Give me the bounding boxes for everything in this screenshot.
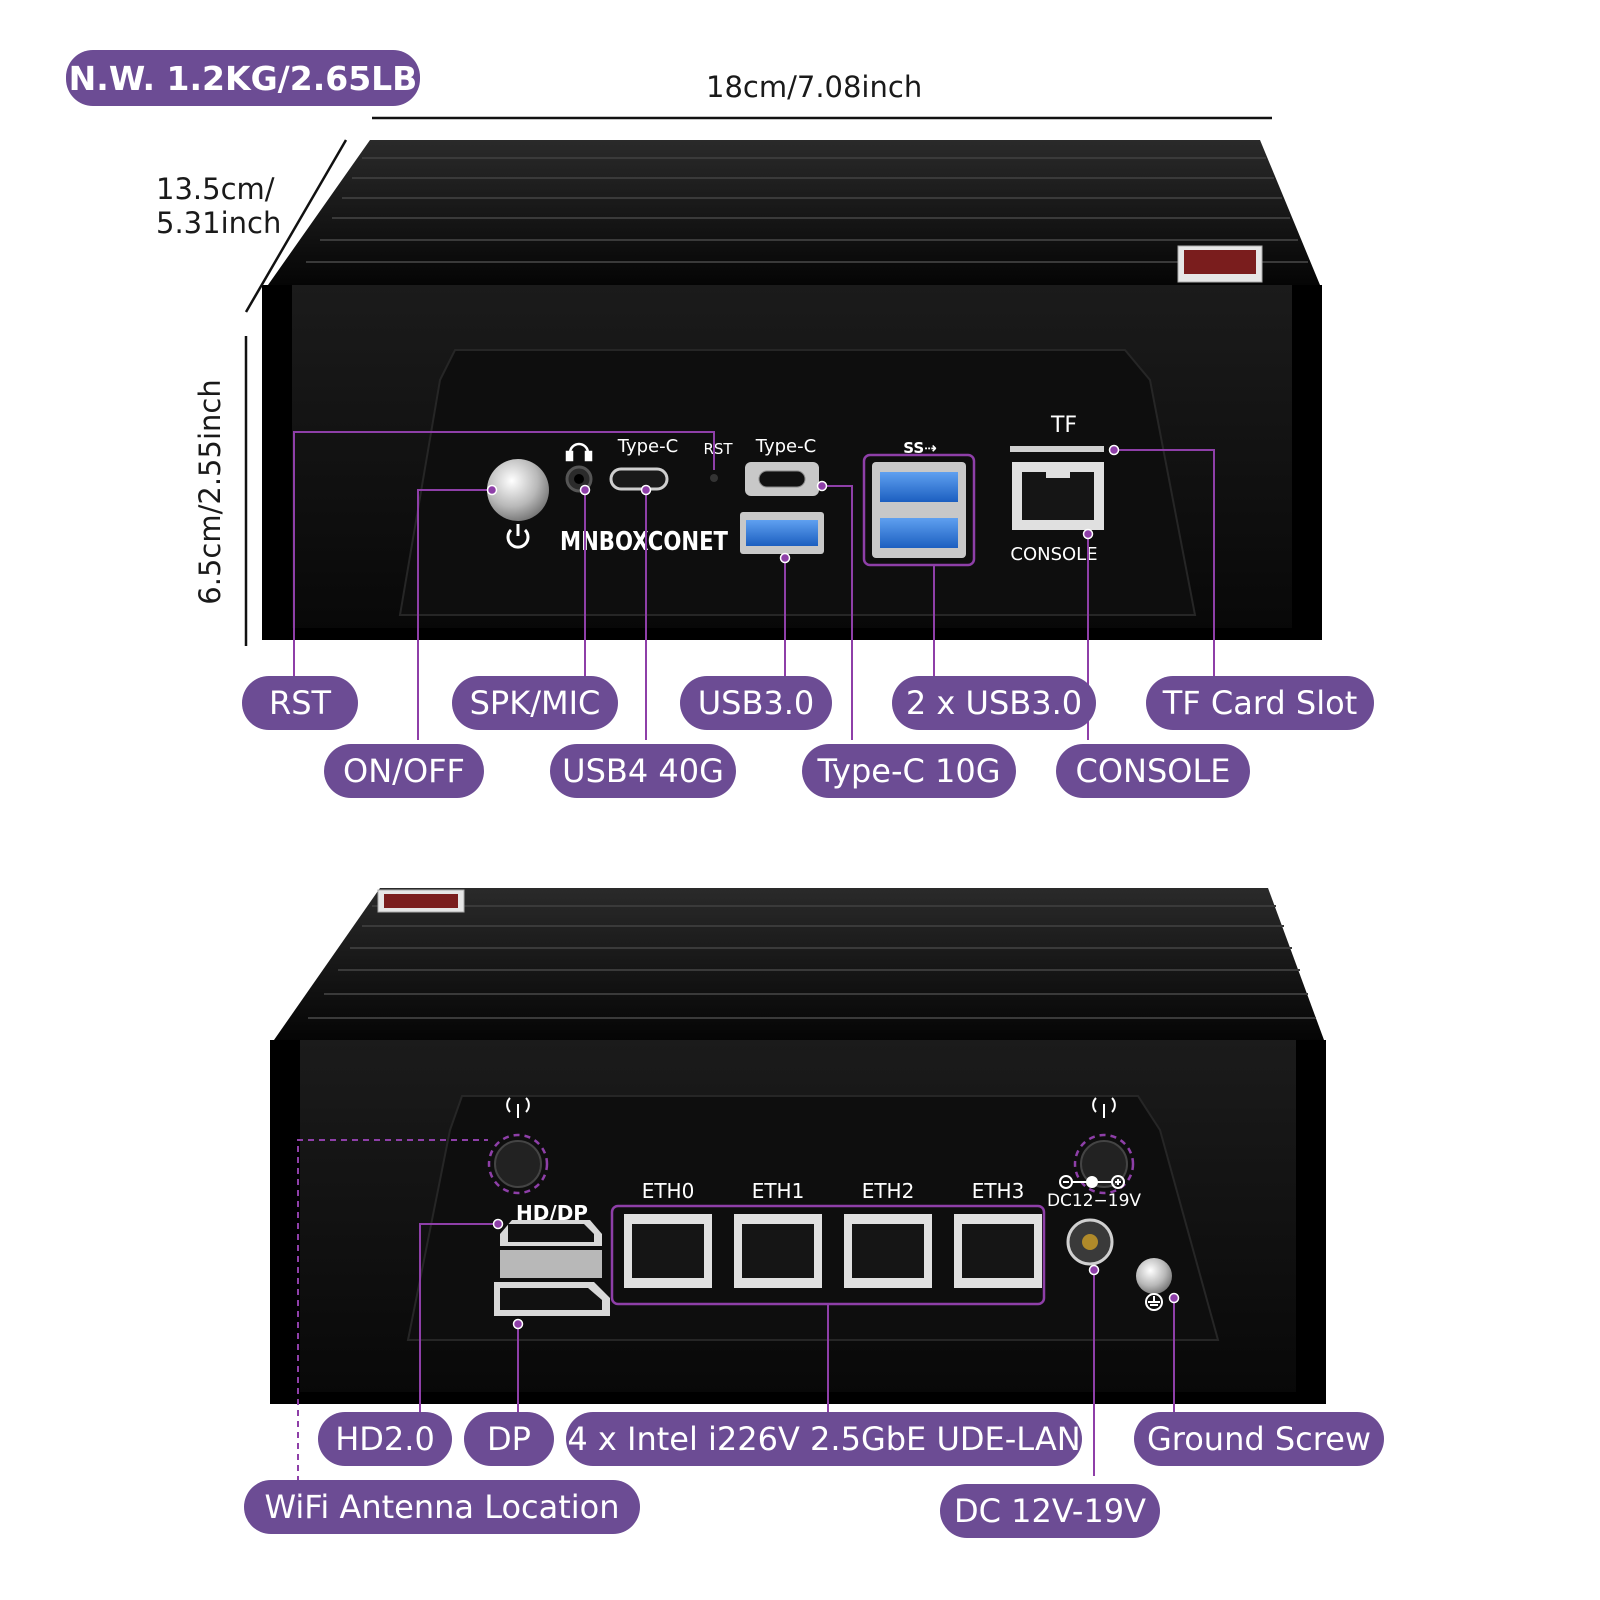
- usb30-dual-top[interactable]: [880, 472, 958, 502]
- eth2-label: ETH2: [862, 1179, 915, 1203]
- eth-port-0[interactable]: [624, 1214, 712, 1288]
- usb30-dual-highlight: [862, 453, 976, 567]
- width-dimension-label: 18cm/7.08inch: [706, 70, 923, 104]
- cpu-sticker: [1177, 245, 1263, 283]
- device-top-fins: [268, 140, 1320, 285]
- rear-device-base: [270, 1392, 1326, 1404]
- rst-pinhole[interactable]: [710, 474, 718, 482]
- eth-port-1[interactable]: [734, 1214, 822, 1288]
- callout-spk-mic: SPK/MIC: [452, 676, 618, 730]
- console-port-label: CONSOLE: [1010, 544, 1097, 565]
- usb4-port[interactable]: [609, 467, 669, 491]
- eth-port-2[interactable]: [844, 1214, 932, 1288]
- front-callout-dots: [486, 444, 1120, 564]
- left-end-cap: [262, 285, 292, 635]
- rst-port-label: RST: [703, 440, 733, 458]
- callout-usb30x2: 2 x USB3.0: [892, 676, 1096, 730]
- depth-dimension-label-2: 5.31inch: [156, 206, 282, 240]
- rear-callout-lines: [297, 1139, 1175, 1482]
- brand-logo-text: MNBOXCONET: [560, 527, 728, 557]
- eth1-label: ETH1: [752, 1179, 805, 1203]
- superspeed-logo: SS⇢: [903, 439, 937, 457]
- weight-badge: N.W. 1.2KG/2.65LB: [66, 50, 420, 106]
- depth-dimension-label-1: 13.5cm/: [156, 172, 275, 206]
- typec-right-port-label: Type-C: [755, 436, 816, 457]
- rear-callout-dots: [492, 1218, 1180, 1330]
- callout-hd: HD2.0: [318, 1412, 452, 1466]
- tf-port-label: TF: [1050, 413, 1077, 438]
- tf-card-slot[interactable]: [1010, 446, 1104, 452]
- usb30-dual-bottom[interactable]: [880, 518, 958, 548]
- ground-icon: [1145, 1293, 1163, 1311]
- device-base: [262, 628, 1322, 640]
- eth0-label: ETH0: [642, 1179, 695, 1203]
- rear-cpu-sticker: [377, 889, 465, 913]
- hdmi-port[interactable]: [508, 1224, 594, 1242]
- callout-dc: DC 12V-19V: [940, 1484, 1160, 1538]
- callout-usb4: USB4 40G: [550, 744, 736, 798]
- dimension-lines: [244, 116, 1272, 646]
- rear-right-end-cap: [1296, 1040, 1326, 1400]
- callout-typec10: Type-C 10G: [802, 744, 1016, 798]
- callout-console: CONSOLE: [1056, 744, 1250, 798]
- power-icon: [506, 524, 530, 549]
- rear-fin-lines: [308, 905, 1316, 1019]
- callout-ground: Ground Screw: [1134, 1412, 1384, 1466]
- callout-lan: 4 x Intel i226V 2.5GbE UDE-LAN: [566, 1412, 1082, 1466]
- callout-rst: RST: [242, 676, 358, 730]
- wifi-antenna-left: [487, 1133, 549, 1195]
- polarity-icon: [1059, 1175, 1125, 1189]
- typec-10g-port[interactable]: [758, 470, 806, 488]
- ground-screw[interactable]: [1136, 1258, 1172, 1294]
- dc-label: DC12−19V: [1047, 1191, 1141, 1211]
- headphone-icon: [565, 442, 593, 462]
- wifi-antenna-icon: [506, 1097, 1116, 1118]
- rear-device-illustration: HD/DP ETH0 ETH1 ETH2 ETH3: [270, 888, 1326, 1482]
- fin-lines: [306, 157, 1308, 263]
- eth-port-3[interactable]: [954, 1214, 1042, 1288]
- dp-port[interactable]: [500, 1288, 602, 1310]
- right-end-cap: [1292, 285, 1322, 635]
- height-dimension-label: 6.5cm/2.55inch: [193, 379, 227, 605]
- usb30-port[interactable]: [746, 520, 818, 546]
- port-spacer: [500, 1250, 602, 1278]
- callout-dp: DP: [464, 1412, 554, 1466]
- power-button[interactable]: [487, 459, 549, 521]
- eth3-label: ETH3: [972, 1179, 1025, 1203]
- callout-on-off: ON/OFF: [324, 744, 484, 798]
- callout-tf-slot: TF Card Slot: [1146, 676, 1374, 730]
- callout-wifi: WiFi Antenna Location: [244, 1480, 640, 1534]
- typec-left-port-label: Type-C: [617, 436, 678, 457]
- rear-left-end-cap: [270, 1040, 300, 1400]
- front-device-illustration: Type-C RST Type-C SS⇢ TF CONSOLE MNBOXCO…: [244, 116, 1322, 740]
- callout-usb30: USB3.0: [680, 676, 832, 730]
